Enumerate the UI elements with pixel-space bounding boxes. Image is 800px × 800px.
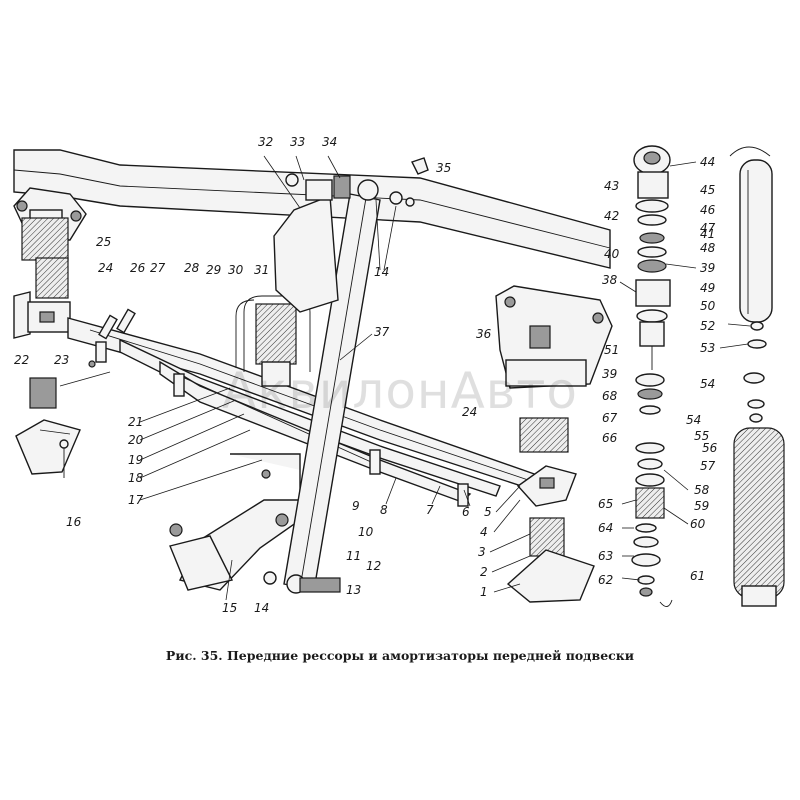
callout-label: 22: [14, 353, 29, 367]
callout-label: 24: [462, 405, 477, 419]
leader-lines: [39, 155, 751, 601]
callout-label: 11: [346, 549, 361, 563]
callout-label: 68: [602, 389, 618, 403]
callout-label: 46: [700, 203, 716, 217]
rubber-cushions-front: [13, 217, 71, 339]
callout-label: 47: [700, 221, 716, 235]
callout-label: 38: [602, 273, 618, 287]
callout-label: 7: [426, 503, 434, 517]
callout-label: 65: [598, 497, 613, 511]
callout-label: 27: [150, 261, 166, 275]
callout-label: 23: [54, 353, 69, 367]
callout-label: 1: [480, 585, 488, 599]
callout-label: 17: [128, 493, 144, 507]
callout-label: 15: [222, 601, 237, 615]
callout-labels: 1 2 3 4 5 6 7 8 9 10 11 12 13 14 14 15 1…: [14, 135, 718, 615]
callout-label: 67: [602, 411, 618, 425]
callout-label: 48: [700, 241, 716, 255]
callout-label: 9: [352, 499, 360, 513]
callout-label: 61: [690, 569, 705, 583]
front-axle-beam: [169, 453, 301, 591]
callout-label: 18: [128, 471, 144, 485]
callout-label: 13: [346, 583, 361, 597]
callout-label: 50: [700, 299, 716, 313]
callout-label: 14: [374, 265, 389, 279]
callout-label: 66: [602, 431, 618, 445]
callout-label: 16: [66, 515, 82, 529]
callout-label: 3: [478, 545, 486, 559]
callout-label: 30: [228, 263, 244, 277]
callout-label: 8: [380, 503, 388, 517]
callout-label: 36: [476, 327, 492, 341]
callout-label: 51: [604, 343, 619, 357]
rear-spring-bracket: [495, 285, 613, 389]
callout-label: 54: [686, 413, 701, 427]
callout-label: 60: [690, 517, 706, 531]
callout-label: 40: [604, 247, 620, 261]
shock-exploded-parts: [631, 145, 673, 607]
callout-label: 33: [290, 135, 305, 149]
callout-label: 54: [700, 377, 715, 391]
callout-label: 5: [484, 505, 492, 519]
callout-label: 31: [254, 263, 269, 277]
callout-label: 12: [366, 559, 381, 573]
callout-label: 57: [700, 459, 716, 473]
front-shackle-plate: [15, 377, 81, 478]
callout-label: 64: [598, 521, 613, 535]
callout-label: 62: [598, 573, 613, 587]
shock-upper-bracket: [273, 157, 429, 313]
callout-label: 45: [700, 183, 715, 197]
callout-label: 37: [374, 325, 390, 339]
callout-label: 63: [598, 549, 613, 563]
callout-label: 34: [322, 135, 337, 149]
callout-label: 44: [700, 155, 715, 169]
callout-label: 39: [700, 261, 715, 275]
callout-label: 58: [694, 483, 710, 497]
callout-label: 35: [436, 161, 451, 175]
rear-cushions-shackle: [506, 417, 595, 603]
callout-label: 43: [604, 179, 619, 193]
callout-label: 20: [128, 433, 144, 447]
callout-label: 24: [98, 261, 113, 275]
callout-label: 49: [700, 281, 715, 295]
callout-label: 26: [130, 261, 146, 275]
callout-label: 6: [462, 505, 470, 519]
callout-label: 19: [128, 453, 143, 467]
callout-label: 32: [258, 135, 273, 149]
callout-label: 52: [700, 319, 715, 333]
callout-label: 59: [694, 499, 709, 513]
callout-label: 56: [702, 441, 718, 455]
callout-label: 28: [184, 261, 200, 275]
callout-label: 2: [480, 565, 488, 579]
callout-label: 42: [604, 209, 619, 223]
callout-label: 53: [700, 341, 715, 355]
callout-label: 41: [700, 227, 715, 241]
callout-label: 14: [254, 601, 269, 615]
callout-label: 21: [128, 415, 143, 429]
callout-label: 39: [602, 367, 617, 381]
figure-caption: Рис. 35. Передние рессоры и амортизаторы…: [165, 648, 635, 663]
callout-label: 55: [694, 429, 709, 443]
callout-label: 4: [480, 525, 488, 539]
shock-absorber-left: [263, 179, 381, 594]
callout-label: 25: [96, 235, 111, 249]
callout-label: 10: [358, 525, 374, 539]
callout-label: 29: [206, 263, 221, 277]
shock-reservoir-tubes: [729, 146, 785, 607]
